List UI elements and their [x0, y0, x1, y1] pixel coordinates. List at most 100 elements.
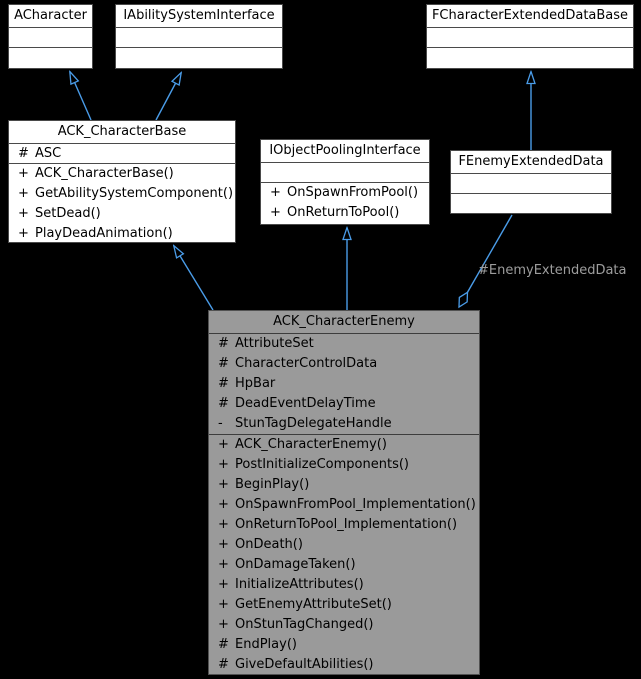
- member-name: ACK_CharacterBase(): [35, 166, 174, 182]
- methods-section: + OnSpawnFromPool() + OnReturnToPool(): [261, 182, 429, 224]
- class-box-iobjectpoolinginterface[interactable]: IObjectPoolingInterface + OnSpawnFromPool…: [260, 139, 430, 225]
- member-visibility-symbol: +: [218, 576, 229, 592]
- member-row: # DeadEventDelayTime: [209, 394, 479, 414]
- edge-characterenemy-to-characterbase: [174, 246, 214, 311]
- attributes-section: [9, 27, 92, 47]
- member-row: + ACK_CharacterEnemy(): [209, 435, 479, 455]
- methods-section: [451, 193, 611, 213]
- class-title: IAbilitySystemInterface: [123, 8, 275, 23]
- member-name: BeginPlay(): [235, 476, 310, 492]
- member-name: DeadEventDelayTime: [235, 395, 376, 411]
- class-title: ACharacter: [14, 8, 87, 23]
- class-box-acharacter[interactable]: ACharacter: [8, 4, 93, 69]
- member-visibility-symbol: #: [218, 355, 229, 371]
- member-visibility-symbol: +: [270, 185, 281, 200]
- attributes-section: [451, 173, 611, 193]
- member-row: + PlayDeadAnimation(): [9, 224, 235, 244]
- member-name: OnStunTagChanged(): [235, 616, 374, 632]
- class-title: ACK_CharacterEnemy: [273, 314, 415, 329]
- member-name: ACK_CharacterEnemy(): [235, 436, 387, 452]
- member-visibility-symbol: +: [218, 516, 229, 532]
- member-name: PlayDeadAnimation(): [35, 226, 173, 242]
- member-name: OnReturnToPool_Implementation(): [235, 516, 458, 532]
- member-visibility-symbol: +: [18, 186, 29, 202]
- member-row: + OnReturnToPool_Implementation(): [209, 515, 479, 535]
- methods-section: [116, 47, 282, 68]
- member-name: AttributeSet: [235, 335, 314, 351]
- member-row: + OnReturnToPool(): [261, 203, 429, 223]
- member-name: OnDamageTaken(): [235, 556, 356, 572]
- attributes-section: [427, 27, 633, 47]
- member-name: PostInitializeComponents(): [235, 456, 409, 472]
- member-visibility-symbol: #: [218, 375, 229, 391]
- member-name: OnDeath(): [235, 536, 303, 552]
- member-row: +GetEnemyAttributeSet(): [209, 595, 479, 615]
- member-name: StunTagDelegateHandle: [235, 415, 392, 431]
- methods-section: [427, 47, 633, 68]
- member-name: InitializeAttributes(): [235, 576, 364, 592]
- member-row: + OnDeath(): [209, 535, 479, 555]
- member-row: # HpBar: [209, 374, 479, 394]
- class-box-ack-characterbase[interactable]: ACK_CharacterBase #ASC + ACK_CharacterBas…: [8, 120, 236, 243]
- edge-enemyextendeddata-aggregation: [458, 214, 513, 309]
- member-visibility-symbol: #: [218, 395, 229, 411]
- member-row: # EndPlay(): [209, 635, 479, 655]
- member-row: -StunTagDelegateHandle: [209, 414, 479, 434]
- member-name: OnSpawnFromPool(): [287, 185, 419, 200]
- member-visibility-symbol: +: [18, 206, 29, 222]
- edge-characterbase-to-acharacter: [70, 72, 92, 121]
- member-name: OnSpawnFromPool_Implementation(): [235, 496, 476, 512]
- methods-section: [9, 47, 92, 68]
- member-visibility-symbol: +: [18, 226, 29, 242]
- member-visibility-symbol: +: [218, 496, 229, 512]
- member-visibility-symbol: -: [218, 415, 223, 431]
- member-name: ASC: [35, 145, 62, 161]
- methods-section: + ACK_CharacterEnemy() + PostInitializeComp…: [209, 433, 479, 674]
- member-row: + OnSpawnFromPool(): [261, 183, 429, 203]
- member-visibility-symbol: +: [218, 476, 229, 492]
- member-visibility-symbol: +: [18, 166, 29, 182]
- edge-characterbase-to-abilitysysteminterface: [155, 73, 181, 121]
- member-visibility-symbol: #: [218, 656, 229, 672]
- member-name: GetEnemyAttributeSet(): [235, 596, 392, 612]
- attributes-section: #AttributeSet#CharacterControlData#HpBar…: [209, 332, 479, 434]
- member-row: #ASC: [9, 144, 235, 164]
- member-name: GetAbilitySystemComponent(): [35, 186, 234, 202]
- class-box-fcharacterextendeddatabase[interactable]: FCharacterExtendedDataBase: [426, 4, 634, 69]
- member-name: OnReturnToPool(): [287, 205, 400, 220]
- member-visibility-symbol: +: [218, 616, 229, 632]
- class-title: IObjectPoolingInterface: [269, 143, 421, 158]
- member-visibility-symbol: #: [218, 636, 229, 652]
- member-row: + PostInitializeComponents(): [209, 455, 479, 475]
- member-visibility-symbol: +: [218, 536, 229, 552]
- attributes-section: [116, 27, 282, 47]
- member-row: + OnStunTagChanged(): [209, 615, 479, 635]
- member-name: EndPlay(): [235, 636, 297, 652]
- attributes-section: [261, 162, 429, 182]
- member-name: CharacterControlData: [235, 355, 378, 371]
- member-visibility-symbol: +: [270, 205, 281, 220]
- methods-section: + ACK_CharacterBase() + GetAbilitySystemCom…: [9, 163, 235, 242]
- member-name: SetDead(): [35, 206, 101, 222]
- member-row: #AttributeSet: [209, 334, 479, 354]
- member-row: + BeginPlay(): [209, 475, 479, 495]
- member-visibility-symbol: +: [218, 456, 229, 472]
- class-box-fenemyextendeddata[interactable]: FEnemyExtendedData: [450, 150, 612, 214]
- member-row: + ACK_CharacterBase(): [9, 164, 235, 184]
- attributes-section: #ASC: [9, 142, 235, 164]
- class-box-ack-characterenemy[interactable]: ACK_CharacterEnemy #AttributeSet#Charact…: [208, 310, 480, 675]
- class-title: ACK_CharacterBase: [57, 124, 187, 139]
- member-visibility-symbol: +: [218, 436, 229, 452]
- member-row: # CharacterControlData: [209, 354, 479, 374]
- class-title: FCharacterExtendedDataBase: [431, 8, 629, 23]
- member-row: + InitializeAttributes(): [209, 575, 479, 595]
- class-title: FEnemyExtendedData: [458, 154, 604, 169]
- member-name: HpBar: [235, 375, 276, 391]
- member-row: + OnSpawnFromPool_Implementation(): [209, 495, 479, 515]
- class-box-iabilitysysteminterface[interactable]: IAbilitySystemInterface: [115, 4, 283, 69]
- member-name: GiveDefaultAbilities(): [235, 656, 374, 672]
- member-row: + SetDead(): [9, 204, 235, 224]
- member-row: + GetAbilitySystemComponent(): [9, 184, 235, 204]
- member-row: +OnDamageTaken(): [209, 555, 479, 575]
